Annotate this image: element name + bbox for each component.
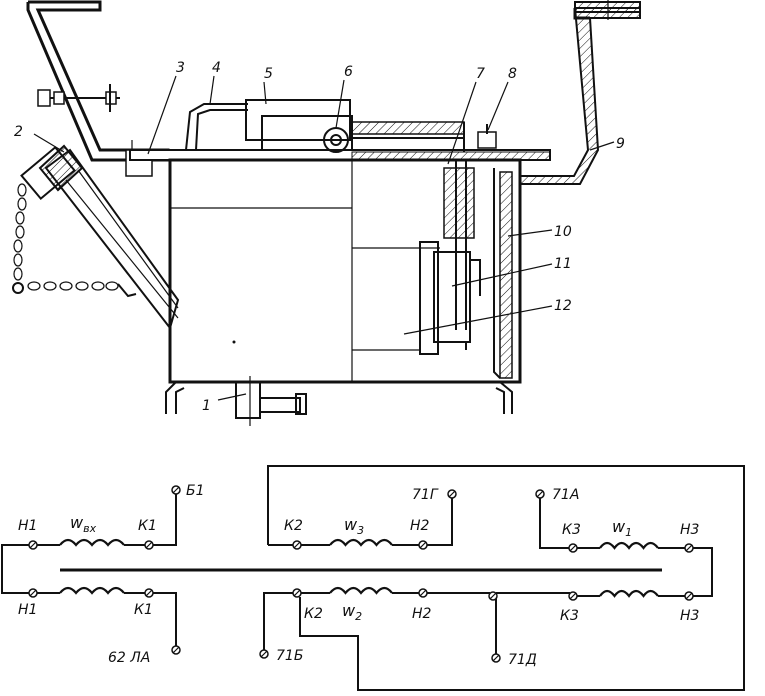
terminal-71a <box>535 489 545 499</box>
terminal-n3-top <box>684 543 694 553</box>
coil-w3 <box>329 538 393 547</box>
wiring-schematic: Н1 К1 Б1 Н1 К1 62 ЛА К2 Н2 71Г 71А К3 Н3… <box>1 465 745 691</box>
terminal-n2-top <box>418 540 428 550</box>
label-n3-top: Н3 <box>680 522 699 538</box>
label-n3-bottom: Н3 <box>680 608 699 624</box>
chain <box>12 183 137 298</box>
terminal-k2-top <box>292 540 302 550</box>
terminal-k3-top <box>568 543 578 553</box>
cable-gland <box>20 144 180 331</box>
label-k1-bottom: К1 <box>134 602 153 618</box>
label-n1-bottom: Н1 <box>18 602 37 618</box>
label-n2-bottom: Н2 <box>412 606 432 622</box>
label-w-in: wвх <box>70 513 97 535</box>
callout-3: 3 <box>176 60 185 76</box>
main-housing <box>165 158 522 426</box>
label-w3: w3 <box>344 515 364 537</box>
label-k2-top: К2 <box>284 518 303 534</box>
callout-12: 12 <box>554 298 572 314</box>
coil-w-in <box>59 538 125 547</box>
terminal-71g <box>447 489 457 499</box>
terminal-k3-bottom <box>568 591 578 601</box>
label-62la: 62 ЛА <box>108 650 150 666</box>
callout-10: 10 <box>554 224 572 240</box>
label-71a: 71А <box>552 487 579 503</box>
label-n2-top: Н2 <box>410 518 430 534</box>
mechanical-section: 1 2 3 4 5 6 7 8 9 10 11 12 <box>12 0 641 426</box>
label-k2-bottom: К2 <box>304 606 323 622</box>
label-b1: Б1 <box>186 483 205 499</box>
terminal-labels: Н1 К1 Б1 Н1 К1 62 ЛА К2 Н2 71Г 71А К3 Н3… <box>18 483 699 668</box>
terminal-n1-bottom <box>28 588 38 598</box>
callout-11: 11 <box>554 256 572 272</box>
terminal-71d <box>491 653 501 663</box>
callout-2: 2 <box>14 124 23 140</box>
coils <box>59 538 659 598</box>
right-bracket <box>519 0 641 185</box>
terminal-b1 <box>171 485 181 495</box>
label-71g: 71Г <box>412 487 439 503</box>
callout-labels: 1 2 3 4 5 6 7 8 9 10 11 12 <box>14 60 625 414</box>
callout-5: 5 <box>264 66 273 82</box>
label-n1-top: Н1 <box>18 518 37 534</box>
terminal-n2-bottom <box>418 588 428 598</box>
top-relay-unit <box>245 99 497 153</box>
label-w1: w1 <box>612 517 632 539</box>
terminals <box>28 485 694 663</box>
callout-9: 9 <box>616 136 625 152</box>
label-w2: w2 <box>342 601 362 623</box>
callout-7: 7 <box>476 66 485 82</box>
terminal-n3-bottom <box>684 591 694 601</box>
terminal-71b <box>259 649 269 659</box>
coil-w2 <box>329 586 393 595</box>
callout-8: 8 <box>508 66 517 82</box>
coil-lower-right <box>599 589 659 598</box>
terminal-junction <box>488 591 498 601</box>
label-k3-bottom: К3 <box>560 608 579 624</box>
terminal-62la <box>171 645 181 655</box>
terminal-n1-top <box>28 540 38 550</box>
callout-6: 6 <box>344 64 353 80</box>
terminal-k1-top <box>144 540 154 550</box>
wires <box>1 465 745 691</box>
coil-lower-left <box>59 586 125 595</box>
terminal-k1-bottom <box>144 588 154 598</box>
coil-w1 <box>599 541 659 550</box>
winding-labels: wвх w3 w1 w2 <box>70 513 632 623</box>
label-71b: 71Б <box>276 648 303 664</box>
label-71d: 71Д <box>508 652 537 668</box>
leader-lines <box>33 75 615 401</box>
label-k3-top: К3 <box>562 522 581 538</box>
terminal-k2-bottom <box>292 588 302 598</box>
label-k1-top: К1 <box>138 518 157 534</box>
callout-1: 1 <box>202 398 211 414</box>
callout-4: 4 <box>212 60 221 76</box>
